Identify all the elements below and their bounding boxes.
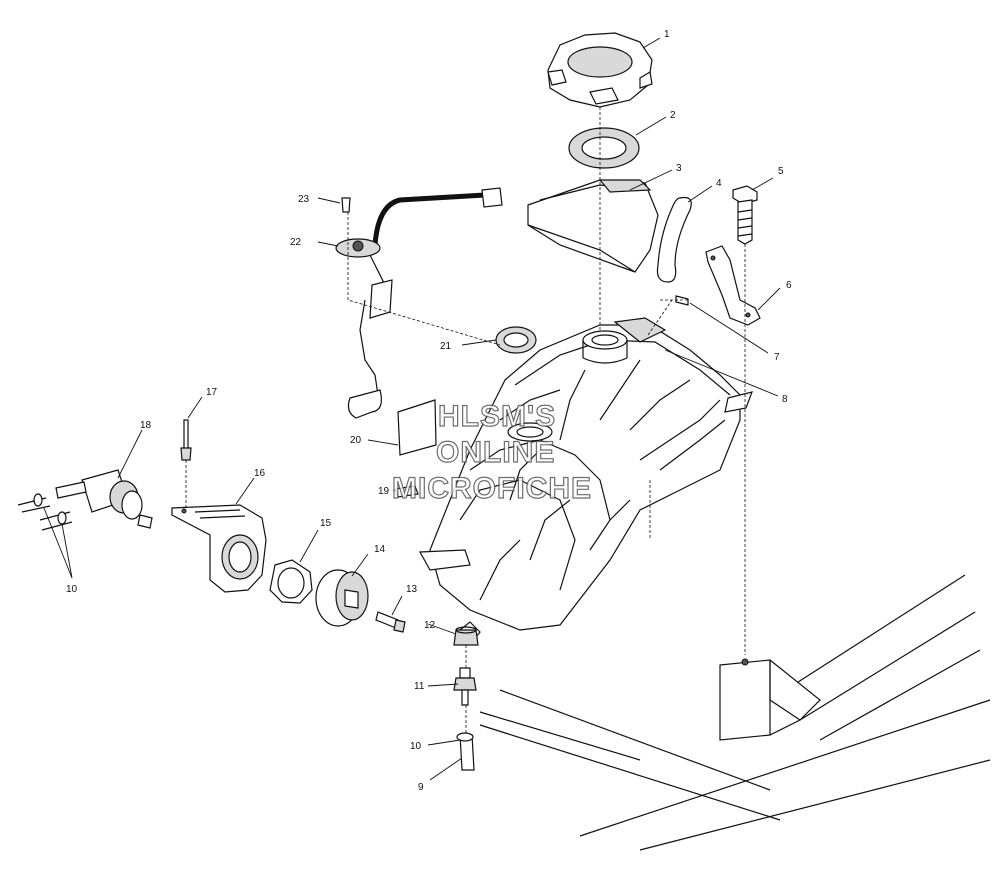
label-21[interactable]: 21	[440, 341, 452, 352]
label-10-filter[interactable]: 10	[66, 584, 78, 595]
decal[interactable]	[397, 399, 437, 456]
vent-hose[interactable]	[656, 196, 692, 283]
label-2[interactable]: 2	[670, 110, 676, 121]
label-1[interactable]: 1	[664, 29, 670, 40]
label-7[interactable]: 7	[774, 352, 780, 363]
lock-nut[interactable]	[269, 559, 313, 604]
label-4[interactable]: 4	[716, 178, 722, 189]
filter-bracket[interactable]	[171, 504, 267, 593]
label-10-line[interactable]: 10	[410, 741, 422, 752]
screw[interactable]	[375, 611, 406, 633]
assembly-lines	[347, 107, 746, 735]
fuel-pump[interactable]	[315, 569, 369, 627]
part-labels: 1 2 3 4 5 6 7 8 9 10 10 11 12 13 14 15 1…	[66, 29, 792, 793]
sender-gasket[interactable]	[495, 326, 537, 354]
label-18[interactable]: 18	[140, 420, 152, 431]
fuel-sender[interactable]	[335, 187, 503, 419]
label-20[interactable]: 20	[350, 435, 362, 446]
watermark-line-2: ONLINE	[436, 436, 555, 469]
fuel-cap[interactable]	[547, 32, 653, 108]
watermark-line-3: MICROFICHE	[392, 472, 592, 505]
watermark: HLSM'S ONLINE MICROFICHE	[391, 399, 592, 505]
label-3[interactable]: 3	[676, 163, 682, 174]
cap-gasket[interactable]	[568, 127, 640, 169]
label-6[interactable]: 6	[786, 280, 792, 291]
label-12[interactable]: 12	[424, 620, 436, 631]
fuel-line[interactable]	[456, 732, 475, 771]
mount-bracket[interactable]	[705, 245, 761, 326]
fuel-fitting[interactable]	[453, 667, 477, 706]
label-23[interactable]: 23	[298, 194, 310, 205]
label-15[interactable]: 15	[320, 518, 332, 529]
label-9[interactable]: 9	[418, 782, 424, 793]
grommet[interactable]	[453, 626, 479, 646]
label-11[interactable]: 11	[414, 681, 425, 692]
heat-shield[interactable]	[527, 179, 659, 273]
label-8[interactable]: 8	[782, 394, 788, 405]
frame-rails	[479, 574, 991, 851]
watermark-line-1: HLSM'S	[438, 400, 556, 433]
label-22[interactable]: 22	[290, 237, 302, 248]
bolt[interactable]	[732, 185, 758, 245]
label-14[interactable]: 14	[374, 544, 386, 555]
leader-lines	[43, 37, 781, 781]
label-19[interactable]: 19	[378, 486, 390, 497]
fuel-filter[interactable]	[17, 469, 153, 531]
pin[interactable]	[675, 295, 689, 306]
screw-23[interactable]	[341, 197, 351, 213]
label-5[interactable]: 5	[778, 166, 784, 177]
label-13[interactable]: 13	[406, 584, 418, 595]
label-17[interactable]: 17	[206, 387, 218, 398]
hose-clamps-filter[interactable]	[33, 493, 67, 525]
tank-insert[interactable]	[394, 485, 419, 498]
label-16[interactable]: 16	[254, 468, 266, 479]
screw-17[interactable]	[180, 419, 192, 508]
